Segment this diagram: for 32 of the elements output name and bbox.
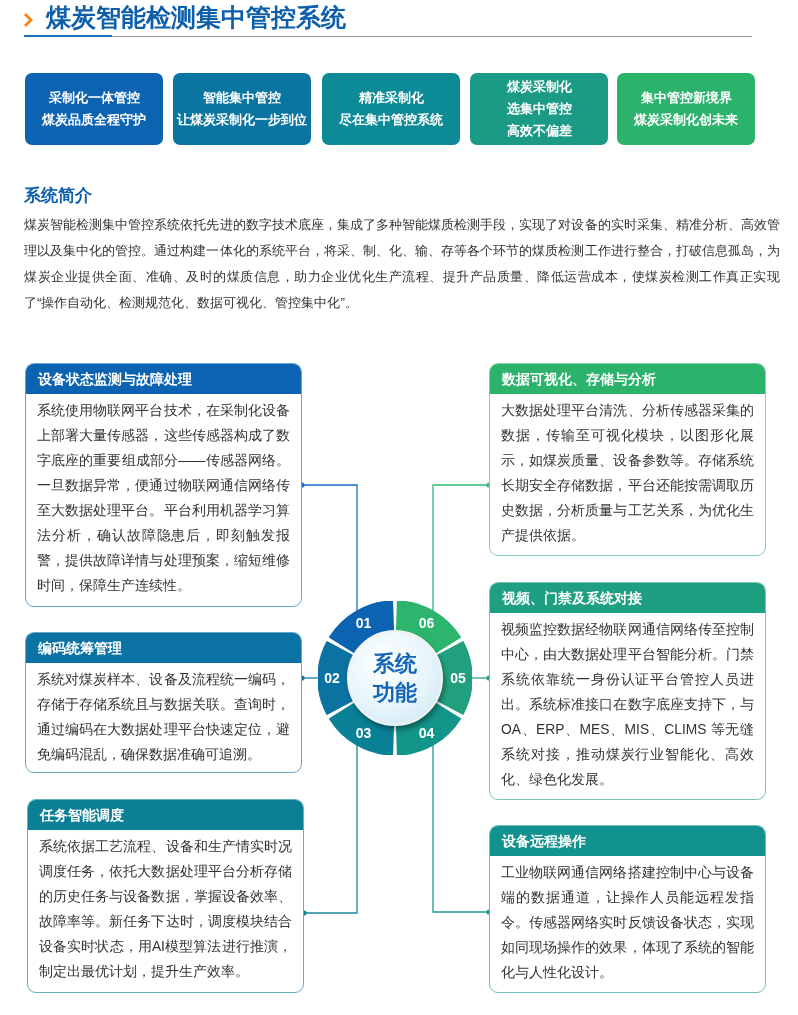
segment-number: 06	[417, 614, 436, 633]
intro-paragraph: 煤炭智能检测集中管控系统依托先进的数字技术底座，集成了多种智能煤质检测手段，实现了对设备的实时采集、精准分析、高效管理以及集中化的管控。通过构建一体化的系统平台，将采、制、化、输、存等各个环节的煤质检测工作进行整合，打破信息孤岛，为煤炭企业提供全面、准确、及时的煤质信息，助力企业优化生产流程、提升产品质量、降低运营成本，使煤炭检测工作真正实现了“操作自动化、检测规范化、数据可视化、管控集中化”。	[24, 216, 780, 312]
section-heading: 系统简介	[24, 185, 92, 207]
card-text: 系统使用物联网平台技术，在采制化设备上部署大量传感器，这些传感器构成了数字底座的重要组成部分——传感器网络。一旦数据异常，便通过物联网通信网络传至大数据处理平台。平台利用机器学习算法分析，确认故障隐患后，即刻触发报警，提供故障详情与处理预案，缩短维修时间，保障生产连续性。	[36, 402, 291, 595]
segment-number: 01	[354, 614, 373, 633]
feature-card	[489, 825, 766, 993]
card-heading: 设备远程操作	[490, 826, 765, 856]
card-heading: 编码统筹管理	[26, 633, 301, 663]
card-heading: 设备状态监测与故障处理	[26, 364, 301, 394]
banner: 采制化一体管控煤炭品质全程守护	[25, 73, 163, 145]
feature-card	[25, 632, 302, 773]
banner: 煤炭采制化选集中管控高效不偏差	[470, 73, 608, 145]
card-text: 视频监控数据经物联网通信网络传至控制中心，由大数据处理平台智能分析。门禁系统依靠统一身份认证平台管控人员进出。系统标准接口在数字底座支持下，与OA、ERP、MES、MIS、CLIMS 等无缝系统对接，推动煤炭行业智能化、高效化、绿色化发展。	[500, 621, 755, 789]
card-heading: 任务智能调度	[28, 800, 303, 830]
card-text: 系统对煤炭样本、设备及流程统一编码，存储于存储系统且与数据关联。查询时，通过编码在大数据处理平台快速定位，避免编码混乱，确保数据准确可追溯。	[36, 671, 291, 764]
card-heading: 视频、门禁及系统对接	[490, 583, 765, 613]
card-heading: 数据可视化、存储与分析	[490, 364, 765, 394]
banner: 集中管控新境界煤炭采制化创未来	[617, 73, 755, 145]
feature-card	[489, 582, 766, 800]
card-text: 大数据处理平台清洗、分析传感器采集的数据，传输至可视化模块，以图形化展示，如煤炭质量、设备参数等。存储系统长期安全存储数据，平台还能按需调取历史数据，分析质量与工艺关系，为优化生产提供依据。	[500, 402, 755, 545]
card-text: 系统依据工艺流程、设备和生产情实时况调度任务，依托大数据处理平台分析存储的历史任务与设备数据，掌握设备效率、故障率等。新任务下达时，调度模块结合设备实时状态，用AI模型算法进行推演，制定出最优计划，提升生产效率。	[38, 838, 293, 981]
feature-card	[489, 363, 766, 556]
segment-number: 02	[323, 669, 341, 687]
card-text: 工业物联网通信网络搭建控制中心与设备端的数据通道，让操作人员能远程发指令。传感器网络实时反馈设备状态，实现如同现场操作的效果，体现了系统的智能化与人性化设计。	[500, 864, 755, 982]
page-title: 煤炭智能检测集中管控系统	[46, 2, 346, 33]
segment-number: 04	[417, 723, 436, 742]
feature-card	[27, 799, 304, 993]
banner: 精准采制化尽在集中管控系统	[322, 73, 460, 145]
segment-number: 05	[449, 669, 467, 687]
banner: 智能集中管控让煤炭采制化一步到位	[173, 73, 311, 145]
feature-card	[25, 363, 302, 607]
segment-number: 03	[354, 723, 373, 742]
